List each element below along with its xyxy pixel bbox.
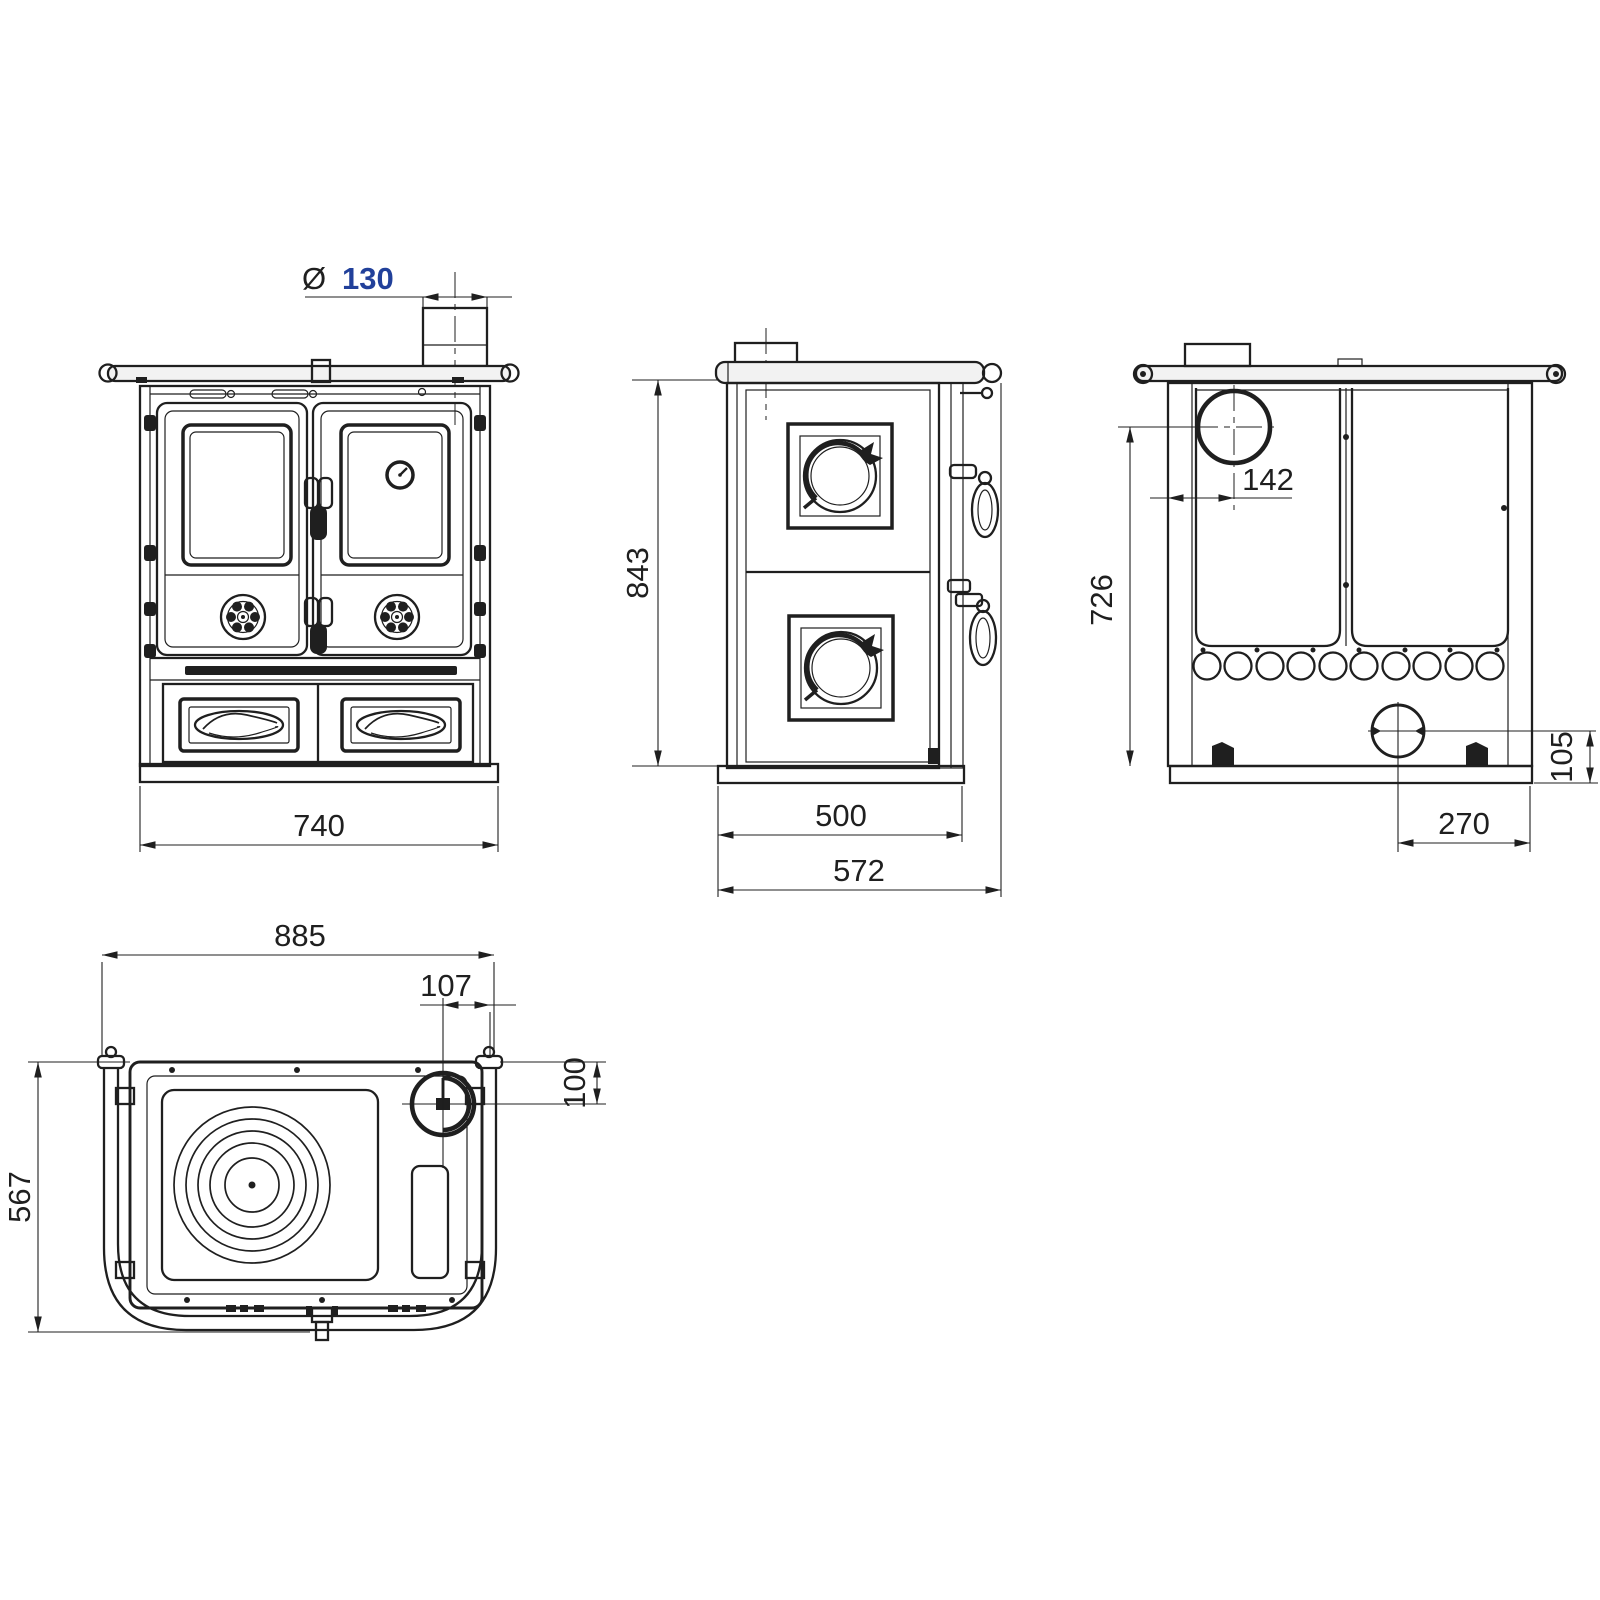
- dim-back-outlet-offset: 270: [1398, 786, 1531, 852]
- front-base: [138, 762, 500, 784]
- front-body: [138, 384, 492, 768]
- oven-door-left: [155, 401, 309, 657]
- dim-top-flue-offset-right-value: 107: [420, 968, 472, 1003]
- top-view: 885 107: [2, 918, 606, 1342]
- air-rosette-right: [373, 593, 421, 641]
- vent-hole-row: [1192, 647, 1505, 681]
- door-hinge-nubs: [144, 415, 486, 658]
- dim-front-width: 740: [139, 786, 499, 852]
- back-panel-right: [1350, 388, 1510, 648]
- hotplate: [160, 1088, 380, 1282]
- side-ornament-upper: [788, 424, 892, 528]
- side-top-plate: [714, 360, 1003, 385]
- dim-top-depth: 567: [2, 1061, 310, 1333]
- vent-slot-left: [189, 389, 227, 399]
- front-latch: [226, 1305, 426, 1342]
- dim-back-outlet-height-value: 105: [1544, 731, 1579, 783]
- dim-side-depth-total-value: 572: [833, 853, 885, 888]
- dim-side-depth-body-value: 500: [815, 798, 867, 833]
- drawer-panel-left: [178, 697, 300, 753]
- front-view: Ø 130: [98, 261, 520, 852]
- dim-back-flue-offset: 142: [1150, 462, 1294, 502]
- dim-side-height: 843: [620, 379, 718, 767]
- door-window-left: [181, 423, 293, 567]
- dim-top-width: 885: [101, 918, 495, 1056]
- vent-slot-right: [271, 389, 309, 399]
- damper-knob: [980, 386, 994, 400]
- dim-top-width-value: 885: [274, 918, 326, 953]
- dim-top-flue-offset-back-value: 100: [557, 1057, 592, 1109]
- front-towel-rail: [98, 358, 520, 384]
- dim-flue-diameter-value: 130: [342, 261, 394, 296]
- dim-back-flue-height-value: 726: [1084, 574, 1119, 626]
- oven-door-right: [311, 401, 473, 657]
- dim-flue-diameter: Ø 130: [302, 261, 512, 308]
- dim-top-flue-offset-back: 100: [500, 1057, 606, 1109]
- dim-side-depth-total: 572: [718, 383, 1002, 897]
- back-lower-outlet: [1368, 702, 1596, 852]
- dim-top-depth-value: 567: [2, 1171, 37, 1223]
- door-window-right: [339, 423, 451, 567]
- dim-back-flue-height: 726: [1084, 426, 1198, 766]
- back-view: 142 726: [1084, 342, 1598, 852]
- thermometer: [385, 460, 415, 490]
- dim-top-flue-offset-right: 107: [420, 968, 516, 1056]
- dim-back-outlet-height: 105: [1534, 731, 1598, 784]
- top-vent-rect: [410, 1164, 450, 1280]
- back-body: [1166, 381, 1534, 768]
- door-handle-lower: [968, 598, 998, 667]
- top-rail: [96, 1045, 504, 1332]
- drawer-panel-right: [340, 697, 462, 753]
- air-rosette-left: [219, 593, 267, 641]
- back-feet: [1212, 742, 1488, 766]
- dim-side-height-value: 843: [620, 547, 655, 599]
- back-flue-stub: [1183, 342, 1252, 368]
- door-handle-upper: [970, 470, 1000, 539]
- dim-flue-diameter-symbol: Ø: [302, 261, 326, 296]
- side-body: [725, 381, 964, 770]
- dim-back-flue-offset-value: 142: [1242, 462, 1294, 497]
- back-panel-left: [1194, 388, 1342, 648]
- back-top-rail: [1132, 358, 1567, 385]
- side-controls: [946, 386, 1000, 667]
- center-hinges: [303, 476, 334, 654]
- back-base: [1168, 764, 1534, 785]
- dim-side-depth-body: 500: [717, 786, 963, 897]
- side-view: 843 500 572: [620, 328, 1003, 897]
- dim-back-outlet-offset-value: 270: [1438, 806, 1490, 841]
- side-ornament-lower: [789, 616, 893, 720]
- drawer-section: [150, 656, 480, 764]
- dim-front-width-value: 740: [293, 808, 345, 843]
- side-base: [716, 764, 966, 785]
